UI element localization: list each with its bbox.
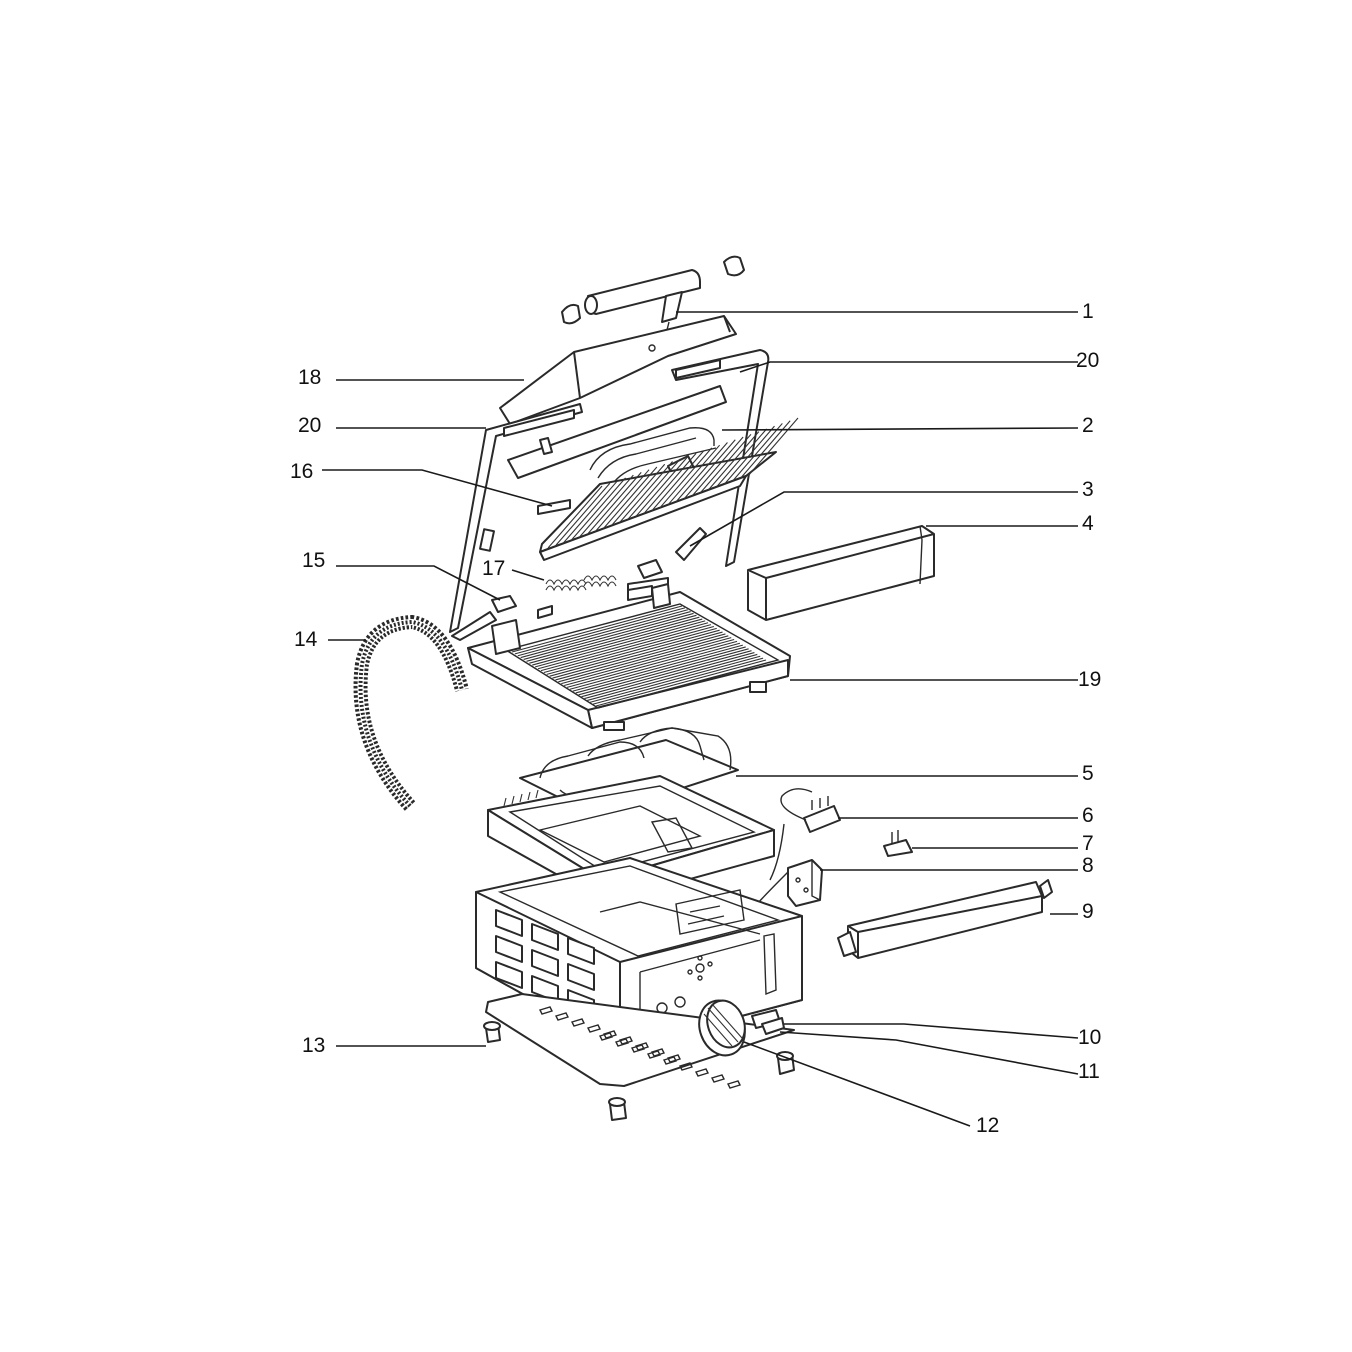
connector xyxy=(883,830,913,857)
terminal-block xyxy=(780,788,841,833)
leader-lines xyxy=(322,311,1079,1127)
control-knob xyxy=(698,999,746,1057)
label-part-18: 18 xyxy=(298,366,321,389)
lower-grill-plate xyxy=(467,583,791,731)
label-part-10: 10 xyxy=(1078,1026,1101,1049)
part-labels: 1 20 2 3 4 19 5 6 7 8 9 10 11 12 13 14 1… xyxy=(290,300,1101,1137)
upper-frame xyxy=(449,349,770,641)
label-part-5: 5 xyxy=(1082,762,1094,785)
springs xyxy=(545,575,617,592)
label-part-1: 1 xyxy=(1082,300,1094,323)
label-part-15: 15 xyxy=(302,549,325,572)
label-part-16: 16 xyxy=(290,460,313,483)
side-rail xyxy=(837,879,1053,959)
label-part-11: 11 xyxy=(1078,1060,1100,1083)
thermostat xyxy=(747,823,823,915)
label-part-6: 6 xyxy=(1082,804,1094,827)
feet xyxy=(483,1021,795,1121)
label-part-20-left: 20 xyxy=(298,414,321,437)
label-part-3: 3 xyxy=(1082,478,1094,501)
label-part-12: 12 xyxy=(976,1114,999,1137)
label-part-9: 9 xyxy=(1082,900,1094,923)
handle-assembly xyxy=(561,255,745,335)
cable-sleeve xyxy=(353,614,469,811)
label-part-8: 8 xyxy=(1082,854,1094,877)
bottom-plate xyxy=(485,993,795,1089)
label-part-17: 17 xyxy=(482,557,505,580)
indicator-lamps xyxy=(751,1009,785,1035)
label-part-7: 7 xyxy=(1082,832,1094,855)
side-trim xyxy=(747,525,935,621)
upper-grill-plate xyxy=(537,417,799,561)
label-part-4: 4 xyxy=(1082,512,1094,535)
label-part-20-right: 20 xyxy=(1076,349,1099,372)
label-part-14: 14 xyxy=(294,628,318,651)
label-part-2: 2 xyxy=(1082,414,1094,437)
label-part-13: 13 xyxy=(302,1034,325,1057)
label-part-19: 19 xyxy=(1078,668,1101,691)
